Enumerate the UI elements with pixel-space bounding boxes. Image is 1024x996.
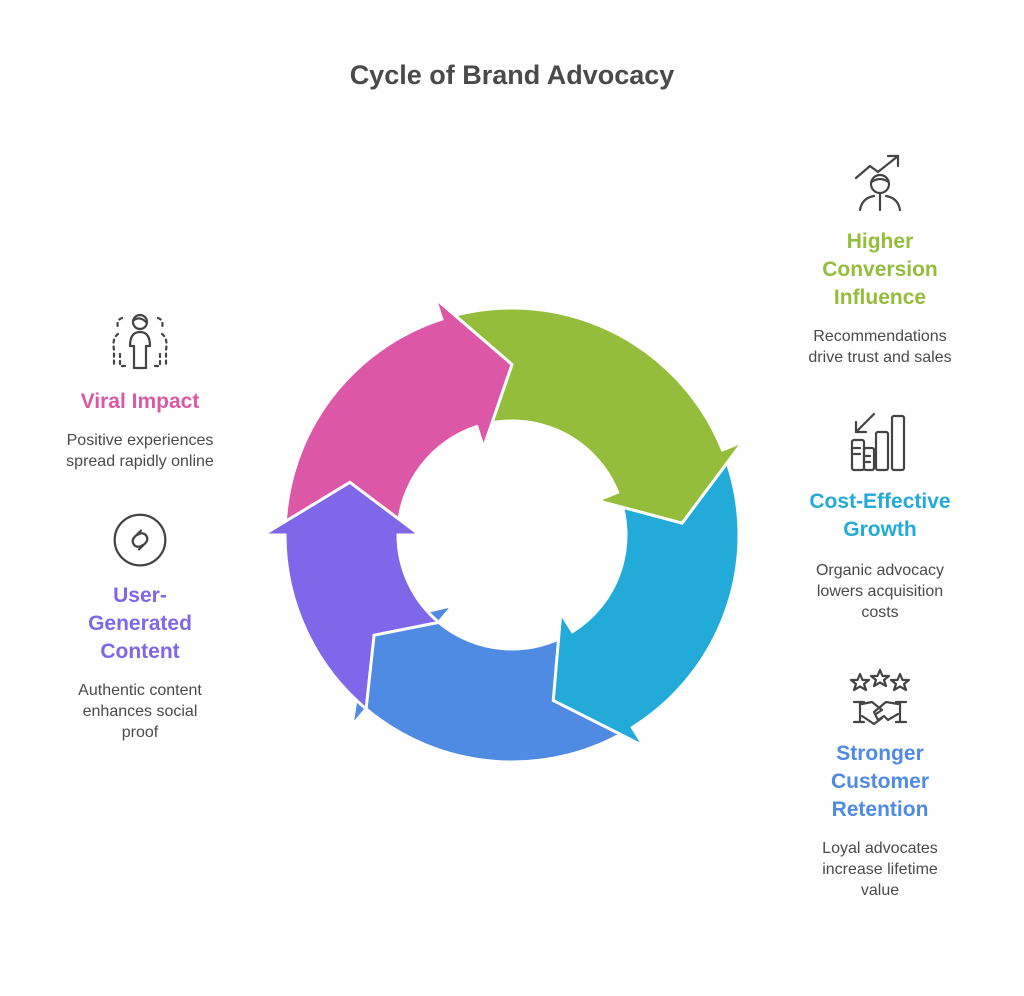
step-higher-conversion: Higher Conversion Influence Recommendati… <box>770 150 990 368</box>
cycle-arrow-user-generated-content <box>257 480 443 712</box>
step-heading-line: Higher <box>846 230 914 253</box>
step-heading-line: Retention <box>831 798 929 821</box>
person-trend-up-icon <box>854 154 902 212</box>
cycle-arrow-viral-impact <box>283 293 514 535</box>
step-description-line: Positive experiences <box>66 432 214 449</box>
step-heading-line: User- <box>113 584 167 607</box>
step-description-line: Organic advocacy <box>815 562 945 579</box>
step-heading-line: Content <box>100 640 180 663</box>
step-description-line: spread rapidly online <box>66 453 214 470</box>
step-viral-impact: Viral Impact Positive experiences spread… <box>30 310 250 472</box>
link-circle-icon <box>113 513 167 567</box>
step-heading-line: Stronger <box>836 742 924 765</box>
step-heading-line: Growth <box>843 518 917 541</box>
step-description-line: Loyal advocates <box>822 840 938 857</box>
step-description-line: Recommendations <box>813 328 947 345</box>
step-heading-line: Cost-Effective <box>809 490 951 513</box>
step-description-line: enhances social <box>82 703 198 720</box>
step-description-line: Authentic content <box>78 682 202 699</box>
step-heading-line: Conversion <box>822 258 938 281</box>
step-description-line: value <box>860 882 900 899</box>
bar-chart-cost-down-icon <box>850 412 906 472</box>
step-description-line: costs <box>861 604 899 621</box>
step-description-line: lowers acquisition <box>816 583 944 600</box>
diagram-title: Cycle of Brand Advocacy <box>349 60 675 90</box>
step-description-line: drive trust and sales <box>808 349 952 366</box>
step-heading-line: Viral Impact <box>80 390 200 413</box>
step-cost-effective-growth: Cost-Effective Growth Organic advocacy l… <box>770 410 990 623</box>
step-heading-line: Customer <box>830 770 930 793</box>
step-stronger-retention: Stronger Customer Retention Loyal advoca… <box>770 668 990 901</box>
step-heading-line: Generated <box>88 612 192 635</box>
step-user-generated-content: User- Generated Content Authentic conten… <box>30 510 250 743</box>
step-heading-line: Influence <box>833 286 927 309</box>
stars-handshake-icon <box>849 668 911 726</box>
cycle-arrow-cost-effective-growth <box>551 446 741 750</box>
step-description-line: proof <box>121 724 159 741</box>
step-description-line: increase lifetime <box>822 861 938 878</box>
people-network-icon <box>112 313 168 370</box>
